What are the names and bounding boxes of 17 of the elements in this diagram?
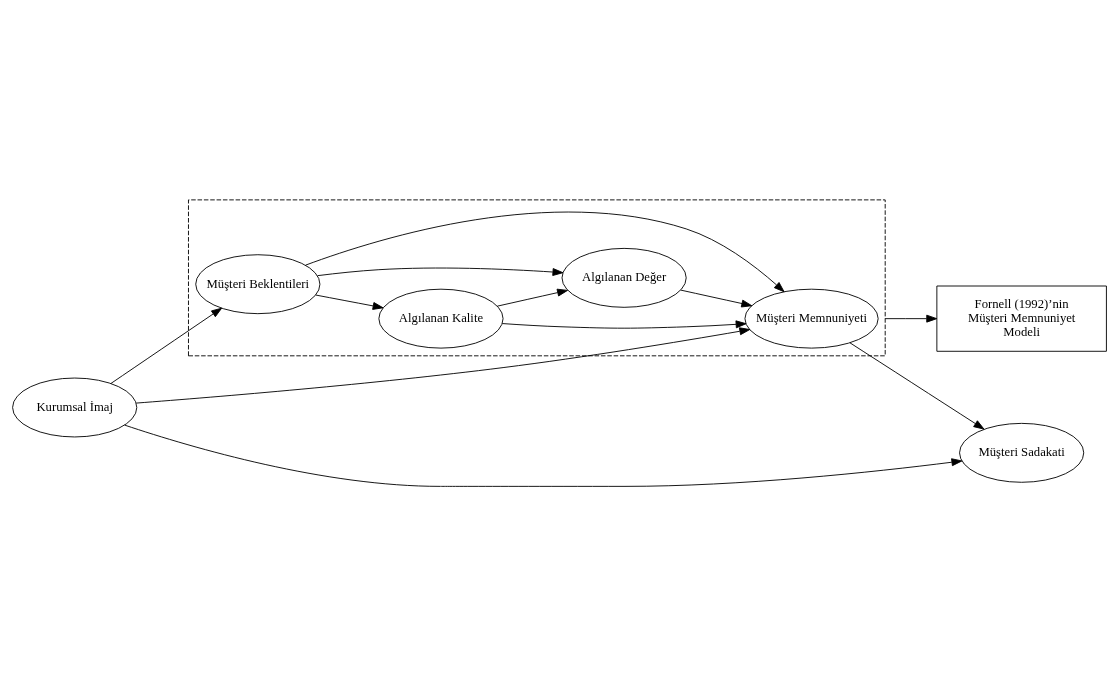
node-ellipse: Algılanan Kalite xyxy=(378,288,504,349)
arrow xyxy=(317,267,564,277)
node-ellipse: Algılanan Değer xyxy=(561,247,687,308)
arrow xyxy=(124,424,963,487)
node-box: Fornell (1992)’nin Müşteri Memnuniyet Modeli xyxy=(936,285,1107,352)
arrow xyxy=(315,294,384,310)
arrow xyxy=(501,320,747,329)
node-ellipse: Müşteri Memnuniyeti xyxy=(744,288,879,349)
cluster xyxy=(188,199,886,357)
arrow xyxy=(135,327,751,404)
arrow xyxy=(110,307,223,384)
arrow xyxy=(680,289,753,308)
arrow xyxy=(884,314,938,323)
node-ellipse: Müşteri Beklentileri xyxy=(195,254,321,315)
node-ellipse: Kurumsal İmaj xyxy=(12,377,138,438)
arrow xyxy=(305,211,785,293)
arrow xyxy=(496,288,568,307)
